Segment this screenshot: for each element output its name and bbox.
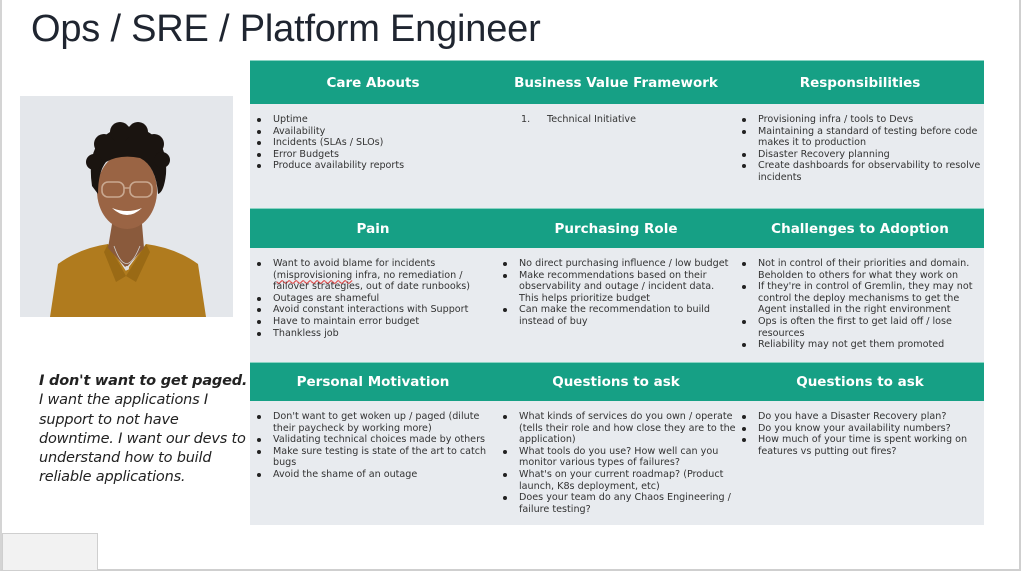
section-body-questions-to-ask-2: Do you have a Disaster Recovery plan? Do… xyxy=(736,401,984,525)
section-header-questions-to-ask-1: Questions to ask xyxy=(496,362,736,401)
list-item: Not in control of their priorities and d… xyxy=(742,258,984,281)
persona-portrait-icon xyxy=(20,96,233,317)
list-item: How much of your time is spent working o… xyxy=(742,434,984,457)
list-item: Maintaining a standard of testing before… xyxy=(742,126,984,149)
list-item: 1. Technical Initiative xyxy=(521,114,736,126)
list-item: What's on your current roadmap? (Product… xyxy=(503,469,736,492)
section-body-purchasing-role: No direct purchasing influence / low bud… xyxy=(496,248,736,362)
section-header-personal-motivation: Personal Motivation xyxy=(250,362,496,401)
list-item: Uptime xyxy=(257,114,496,126)
list-item: Validating technical choices made by oth… xyxy=(257,434,496,446)
list-item: What tools do you use? How well can you … xyxy=(503,446,736,469)
list-item: Does your team do any Chaos Engineering … xyxy=(503,492,736,515)
list-number: 1. xyxy=(521,114,531,125)
list-item: Ops is often the first to get laid off /… xyxy=(742,316,984,339)
list-item: Disaster Recovery planning xyxy=(742,149,984,161)
header-row-2: Pain Purchasing Role Challenges to Adopt… xyxy=(250,208,984,248)
list-item: Availability xyxy=(257,126,496,138)
section-header-pain: Pain xyxy=(250,208,496,248)
body-row-3: Don't want to get woken up / paged (dilu… xyxy=(250,401,984,525)
section-header-questions-to-ask-2: Questions to ask xyxy=(736,362,984,401)
list-item: Error Budgets xyxy=(257,149,496,161)
list-item: What kinds of services do you own / oper… xyxy=(503,411,736,446)
quote-headline: I don't want to get paged. xyxy=(39,373,248,389)
body-row-1: Uptime Availability Incidents (SLAs / SL… xyxy=(250,104,984,208)
list-item: Do you have a Disaster Recovery plan? xyxy=(742,411,984,423)
section-header-challenges-to-adoption: Challenges to Adoption xyxy=(736,208,984,248)
section-body-business-value-framework: 1. Technical Initiative xyxy=(496,104,736,208)
list-item: No direct purchasing influence / low bud… xyxy=(503,258,736,270)
list-item: Do you know your availability numbers? xyxy=(742,423,984,435)
list-item: Incidents (SLAs / SLOs) xyxy=(257,137,496,149)
list-item-text: Technical Initiative xyxy=(547,114,636,125)
list-item: Provisioning infra / tools to Devs xyxy=(742,114,984,126)
list-item: Have to maintain error budget xyxy=(257,316,496,328)
persona-grid: Care Abouts Business Value Framework Res… xyxy=(250,60,984,525)
persona-photo xyxy=(20,96,233,317)
body-row-2: Want to avoid blame for incidents (mispr… xyxy=(250,248,984,362)
slide-thumbnail[interactable] xyxy=(2,533,98,571)
list-item: If they're in control of Gremlin, they m… xyxy=(742,281,984,316)
list-item: Avoid the shame of an outage xyxy=(257,469,496,481)
spellcheck-underline: misprovisioning xyxy=(276,269,353,281)
section-header-care-abouts: Care Abouts xyxy=(250,60,496,104)
section-header-responsibilities: Responsibilities xyxy=(736,60,984,104)
list-item: Avoid constant interactions with Support xyxy=(257,304,496,316)
section-body-questions-to-ask-1: What kinds of services do you own / oper… xyxy=(496,401,736,525)
section-header-business-value-framework: Business Value Framework xyxy=(496,60,736,104)
section-header-purchasing-role: Purchasing Role xyxy=(496,208,736,248)
list-item: Make recommendations based on their obse… xyxy=(503,270,736,305)
section-body-care-abouts: Uptime Availability Incidents (SLAs / SL… xyxy=(250,104,496,208)
list-item: Reliability may not get them promoted xyxy=(742,339,984,351)
header-row-3: Personal Motivation Questions to ask Que… xyxy=(250,362,984,401)
list-item: Want to avoid blame for incidents (mispr… xyxy=(257,258,496,293)
page-title: Ops / SRE / Platform Engineer xyxy=(31,8,541,50)
list-item: Thankless job xyxy=(257,328,496,340)
list-item: Outages are shameful xyxy=(257,293,496,305)
list-item: Make sure testing is state of the art to… xyxy=(257,446,496,469)
list-item: Produce availability reports xyxy=(257,160,496,172)
section-body-challenges-to-adoption: Not in control of their priorities and d… xyxy=(736,248,984,362)
section-body-personal-motivation: Don't want to get woken up / paged (dilu… xyxy=(250,401,496,525)
list-item: Don't want to get woken up / paged (dilu… xyxy=(257,411,496,434)
list-item: Can make the recommendation to build ins… xyxy=(503,304,736,327)
section-body-responsibilities: Provisioning infra / tools to Devs Maint… xyxy=(736,104,984,208)
list-item: Create dashboards for observability to r… xyxy=(742,160,984,183)
section-body-pain: Want to avoid blame for incidents (mispr… xyxy=(250,248,496,362)
header-row-1: Care Abouts Business Value Framework Res… xyxy=(250,60,984,104)
persona-quote: I don't want to get paged. I want the ap… xyxy=(39,372,249,488)
quote-body: I want the applications I support to not… xyxy=(39,392,246,486)
